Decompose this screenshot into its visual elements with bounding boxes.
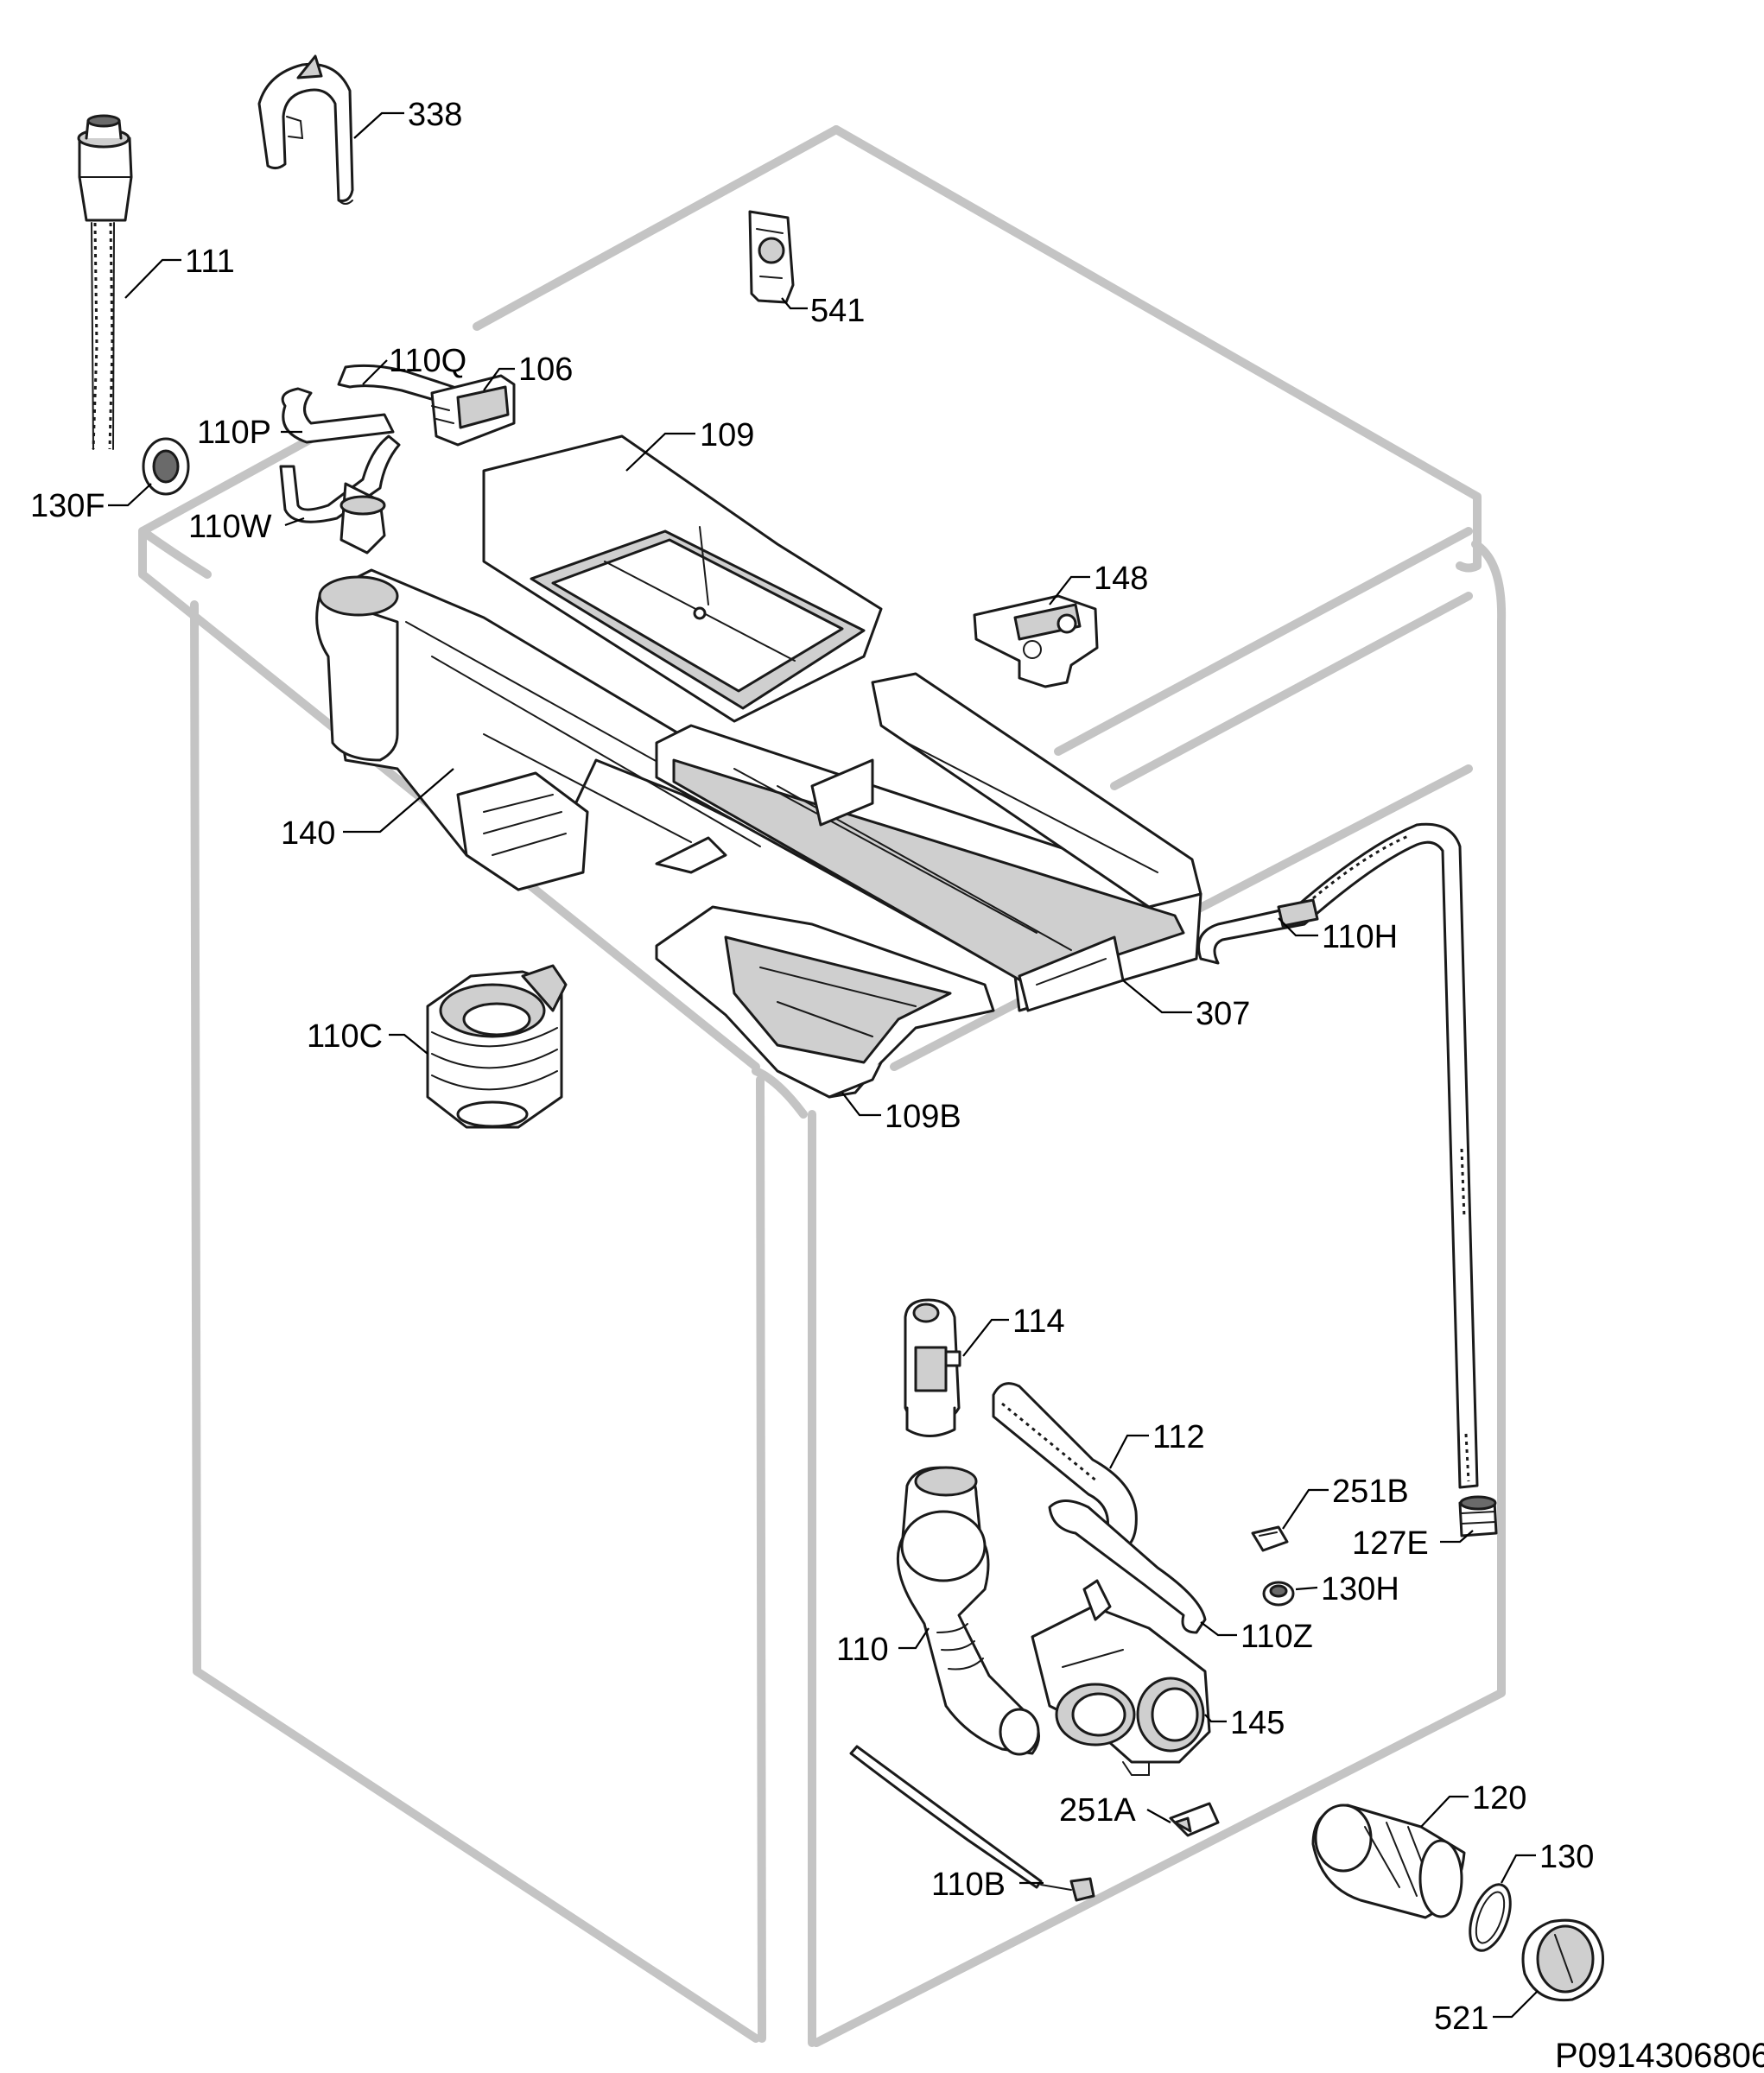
leader-110 bbox=[898, 1627, 930, 1650]
part-110-sump-hose bbox=[896, 1466, 1040, 1756]
part-120-filter bbox=[1311, 1804, 1466, 1919]
leader-251b bbox=[1282, 1488, 1329, 1530]
label-130h: 130H bbox=[1321, 1571, 1399, 1607]
leader-307 bbox=[1122, 979, 1192, 1014]
label-110b: 110B bbox=[931, 1867, 1006, 1903]
part-112-drain-hose bbox=[992, 1382, 1138, 1552]
label-338: 338 bbox=[408, 97, 462, 133]
part-307-frame bbox=[655, 672, 1202, 1012]
leader-110q bbox=[362, 359, 388, 385]
leader-106 bbox=[483, 367, 515, 391]
leader-251a bbox=[1146, 1809, 1171, 1823]
label-109: 109 bbox=[700, 417, 754, 453]
leader-111 bbox=[124, 258, 181, 299]
leader-145 bbox=[1204, 1714, 1227, 1723]
label-112: 112 bbox=[1152, 1419, 1205, 1455]
leader-109 bbox=[625, 432, 695, 472]
leader-541 bbox=[781, 297, 808, 310]
label-120: 120 bbox=[1472, 1780, 1526, 1816]
label-127e: 127E bbox=[1352, 1525, 1429, 1562]
part-110h-hose bbox=[1197, 822, 1479, 1489]
label-130: 130 bbox=[1539, 1839, 1594, 1875]
part-111-inlet-hose bbox=[77, 114, 133, 450]
part-127e-grommet bbox=[1458, 1495, 1498, 1537]
label-109b: 109B bbox=[885, 1099, 961, 1135]
label-307: 307 bbox=[1196, 996, 1250, 1032]
leader-112 bbox=[1109, 1434, 1149, 1469]
label-110c: 110C bbox=[307, 1018, 383, 1055]
leader-140 bbox=[343, 768, 454, 834]
diagram-code: P09143068061 bbox=[1555, 2037, 1764, 2073]
label-145: 145 bbox=[1230, 1705, 1285, 1741]
part-338-hose-guide bbox=[257, 54, 354, 205]
label-114: 114 bbox=[1012, 1303, 1065, 1340]
leader-114 bbox=[962, 1318, 1009, 1357]
leader-148 bbox=[1049, 575, 1090, 605]
leader-120 bbox=[1420, 1795, 1469, 1828]
part-130h-grommet bbox=[1262, 1581, 1295, 1607]
part-130-o-ring bbox=[1469, 1883, 1512, 1952]
part-110c-bellows bbox=[426, 964, 568, 1129]
part-521-filter-cap bbox=[1521, 1918, 1605, 2002]
part-251a-clip bbox=[1169, 1802, 1220, 1837]
part-109b-dispenser-tray bbox=[655, 905, 995, 1099]
leader-130 bbox=[1501, 1854, 1536, 1884]
part-541-bracket bbox=[748, 210, 795, 304]
part-106-inlet-valve bbox=[430, 374, 516, 447]
leader-109b bbox=[841, 1092, 881, 1117]
label-110w: 110W bbox=[188, 509, 272, 545]
part-110p-hose bbox=[281, 387, 395, 444]
leader-lines bbox=[108, 111, 1539, 2019]
label-110q: 110Q bbox=[389, 343, 466, 379]
label-111: 111 bbox=[185, 244, 235, 280]
label-106: 106 bbox=[518, 352, 573, 388]
part-251b-clip bbox=[1251, 1525, 1289, 1552]
leader-338 bbox=[353, 111, 404, 139]
leader-110c bbox=[389, 1033, 428, 1055]
label-541: 541 bbox=[810, 293, 865, 329]
part-110z-hose bbox=[1048, 1499, 1207, 1634]
part-145-drain-pump bbox=[1031, 1579, 1211, 1776]
part-114-pressure-chamber bbox=[904, 1298, 961, 1437]
cabinet-outline bbox=[138, 125, 1507, 2047]
part-labels: 338 111 541 110Q 106 110P 109 130F 110W … bbox=[30, 97, 1594, 2037]
leader-130f bbox=[108, 483, 152, 507]
leader-110w bbox=[284, 517, 305, 527]
label-110: 110 bbox=[836, 1632, 889, 1668]
label-130f: 130F bbox=[30, 488, 105, 524]
label-110h: 110H bbox=[1322, 919, 1398, 955]
part-109-dispenser-cover bbox=[482, 434, 883, 723]
label-521: 521 bbox=[1434, 2000, 1488, 2037]
leader-127e bbox=[1440, 1530, 1474, 1544]
label-251b: 251B bbox=[1332, 1474, 1409, 1510]
leader-130h bbox=[1295, 1586, 1318, 1591]
part-110b-tube bbox=[849, 1745, 1095, 1902]
part-148-bracket bbox=[973, 594, 1099, 688]
leader-110z bbox=[1200, 1621, 1237, 1637]
part-130f-grommet bbox=[142, 437, 190, 496]
label-140: 140 bbox=[281, 815, 335, 852]
part-110w-hose bbox=[279, 434, 401, 523]
leader-110h bbox=[1278, 917, 1318, 937]
label-148: 148 bbox=[1094, 561, 1148, 597]
part-140-dispenser-housing bbox=[315, 482, 831, 891]
label-110z: 110Z bbox=[1241, 1619, 1313, 1655]
label-110p: 110P bbox=[197, 415, 271, 451]
label-251a: 251A bbox=[1059, 1792, 1136, 1829]
leader-521 bbox=[1493, 1990, 1539, 2019]
